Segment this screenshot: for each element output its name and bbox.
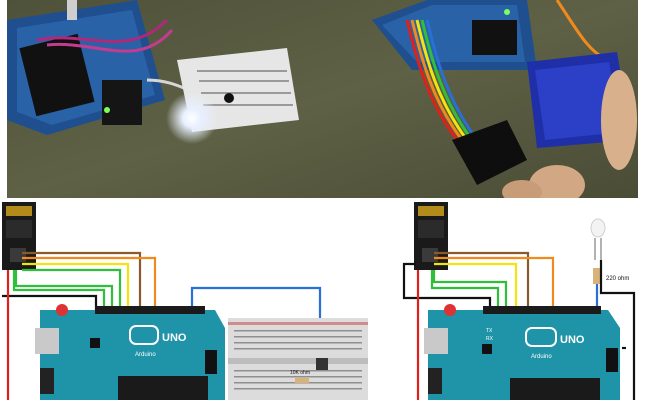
- push-button: [316, 358, 328, 370]
- resistor-left: [295, 378, 309, 383]
- board-maker-left: Arduino: [135, 352, 156, 358]
- wires-left: [2, 251, 322, 400]
- nrf24-module-left: [2, 202, 36, 270]
- photo-arduino-setup: [7, 0, 638, 198]
- tx-label-right: TX: [486, 328, 493, 334]
- board-brand-left: UNO: [162, 332, 187, 344]
- resistor-label-left: 10K ohm: [290, 370, 310, 376]
- wires-right: [402, 251, 636, 400]
- nrf24-module-right: [414, 202, 448, 270]
- photo-arduino-left: [7, 0, 165, 135]
- board-maker-right: Arduino: [531, 354, 552, 360]
- diagram-left-svg: UNO Arduino 10K ohm: [2, 202, 368, 400]
- photo-hand: [502, 70, 637, 198]
- rx-label-right: RX: [486, 336, 494, 342]
- led-right: 220 ohm: [590, 218, 629, 284]
- photo-radio-module: [452, 120, 527, 185]
- board-brand-right: UNO: [560, 334, 585, 346]
- photo-led-glow: [166, 92, 218, 144]
- resistor-right: [593, 268, 601, 284]
- breadboard-left: 10K ohm: [228, 318, 368, 400]
- wiring-diagram-receiver: 220 ohm TX RX UNO Arduino: [398, 198, 650, 400]
- wiring-diagram-transmitter: UNO Arduino 10K ohm: [0, 198, 380, 400]
- photo-svg: [7, 0, 638, 198]
- arduino-uno-left: UNO Arduino: [35, 304, 225, 400]
- arduino-uno-right: TX RX UNO Arduino: [424, 304, 620, 400]
- diagram-right-svg: 220 ohm TX RX UNO Arduino: [402, 202, 636, 400]
- resistor-label-right: 220 ohm: [606, 276, 629, 282]
